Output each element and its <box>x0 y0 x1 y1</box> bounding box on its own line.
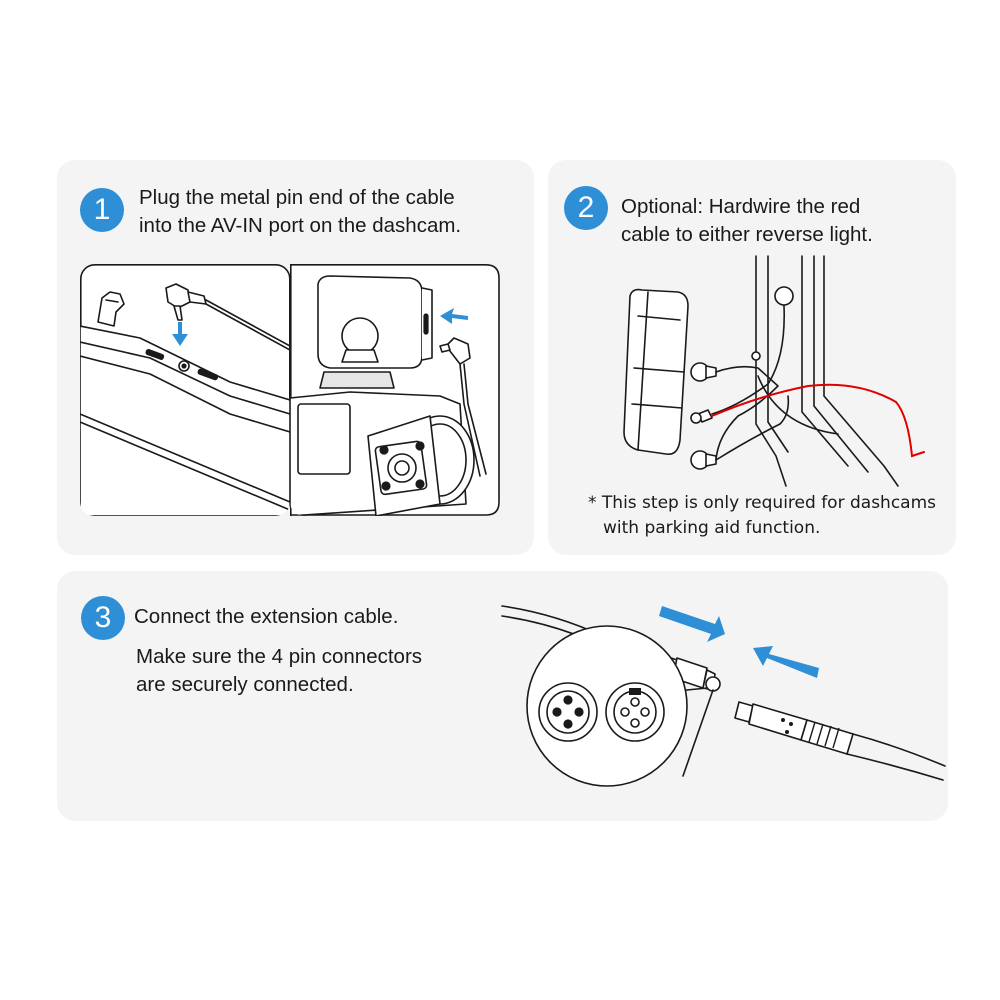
step-1-panel: 1 Plug the metal pin end of the cable in… <box>57 160 534 555</box>
step-2-panel: 2 Optional: Hardwire the red cable to ei… <box>548 160 956 555</box>
step-1-text-line-1: Plug the metal pin end of the cable <box>139 186 455 209</box>
step-3-panel: 3 Connect the extension cable. Make sure… <box>57 571 948 821</box>
dashcam-side-illustration <box>80 264 291 516</box>
dashcam-front-illustration <box>290 264 500 516</box>
step-3-text-line-1: Connect the extension cable. <box>134 605 399 628</box>
step-3-text-line-3: are securely connected. <box>136 673 354 696</box>
step-2-text-line-2: cable to either reverse light. <box>621 223 873 246</box>
step-2-note-line-2: with parking aid function. <box>603 518 821 538</box>
step-1-number: 1 <box>80 188 124 232</box>
step-2-text-line-1: Optional: Hardwire the red <box>621 195 861 218</box>
step-2-number: 2 <box>564 186 608 230</box>
extension-cable-illustration <box>501 605 946 787</box>
step-2-note-line-1: * This step is only required for dashcam… <box>588 493 937 513</box>
step-3-text-line-2: Make sure the 4 pin connectors <box>136 645 423 668</box>
reverse-light-wiring-illustration <box>623 255 925 487</box>
step-1-text-line-2: into the AV-IN port on the dashcam. <box>139 214 462 237</box>
step-3-number: 3 <box>81 596 125 640</box>
